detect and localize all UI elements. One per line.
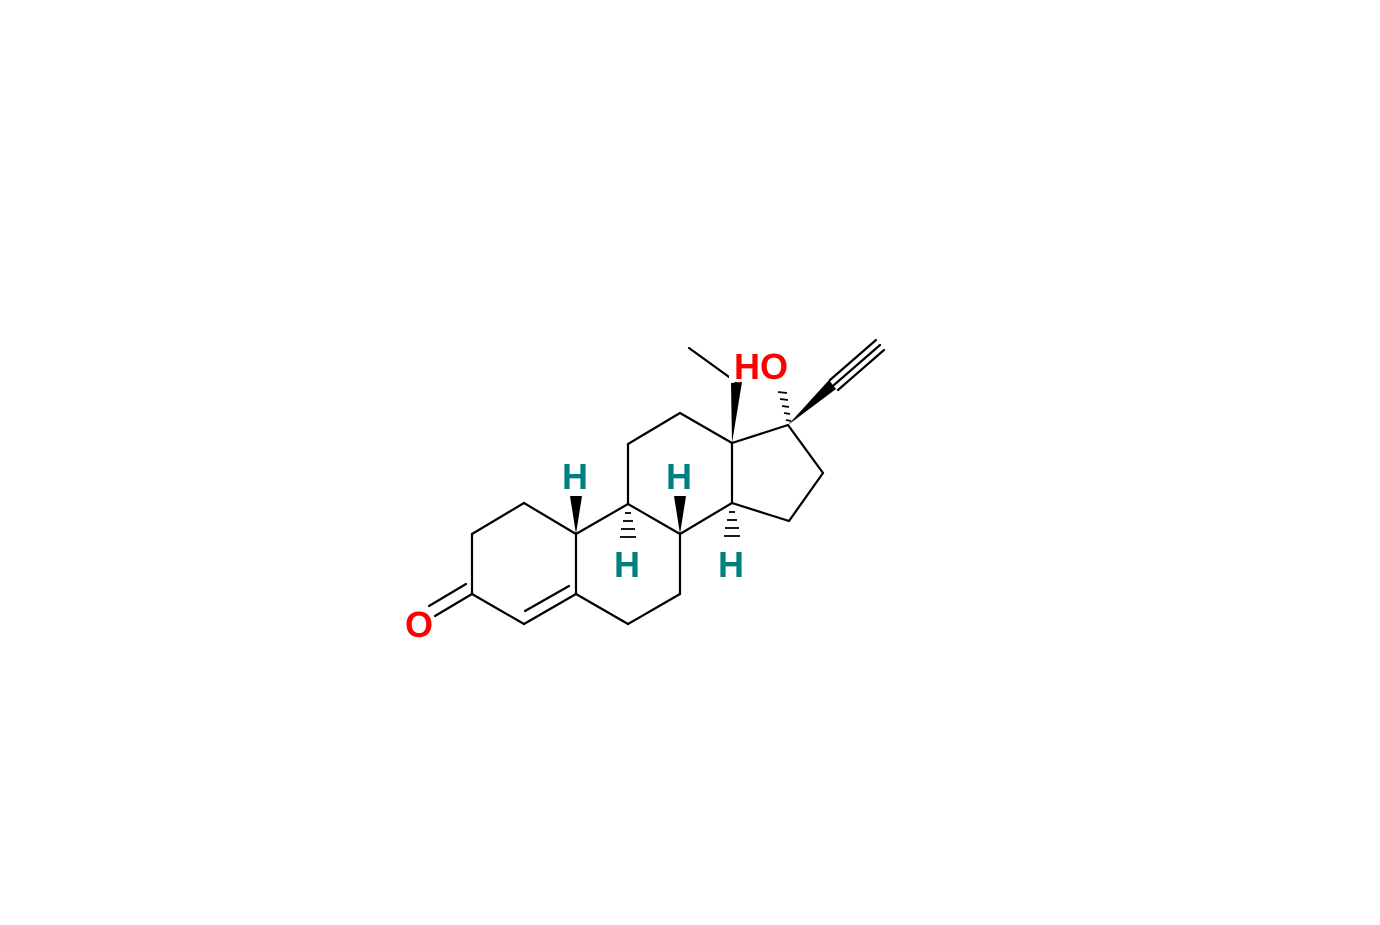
- bond-c11-c12: [626, 411, 682, 446]
- ketone-oxygen-label: O: [405, 604, 433, 645]
- bond-ethyl-ch3: [687, 346, 738, 384]
- hydroxyl-label: HO: [734, 346, 788, 387]
- hash-c17-oh: [777, 391, 792, 422]
- bond-c14-c8: [678, 501, 734, 536]
- wedge-c17-ethynyl: [788, 380, 836, 425]
- wedge-c10-h: [570, 496, 582, 534]
- bond-c3-o-a: [433, 592, 474, 618]
- bond-alkyne-2: [832, 343, 882, 387]
- bond-c4-c5-inner: [523, 584, 571, 613]
- bond-c3-o-b: [427, 582, 468, 608]
- h-c9-label: H: [614, 544, 640, 585]
- bond-c10-c1: [522, 501, 578, 536]
- h-c8-label: H: [666, 456, 692, 497]
- bond-c6-c5: [574, 592, 630, 626]
- bond-c12-c13: [678, 411, 734, 445]
- bond-c10-c9: [574, 502, 630, 536]
- bond-c16-c15: [787, 471, 825, 523]
- hash-c9-h: [620, 512, 636, 538]
- bond-c4-c5: [522, 592, 578, 626]
- bond-c7-c6: [626, 592, 682, 626]
- wedge-c13-ethyl: [731, 382, 742, 443]
- bond-c17-c16: [786, 423, 825, 475]
- bond-c15-c14: [730, 501, 791, 523]
- bond-alkyne-3: [836, 348, 886, 392]
- hash-c14-h: [724, 511, 740, 537]
- bond-c13-c17: [730, 423, 790, 445]
- h-c10-label: H: [562, 456, 588, 497]
- bond-c3-c4: [470, 592, 526, 626]
- bond-c9-c8: [626, 502, 682, 536]
- bond-c1-c2: [470, 501, 526, 536]
- bond-alkyne-1: [828, 338, 878, 382]
- wedge-c8-h: [674, 496, 686, 534]
- h-c14-label: H: [718, 544, 744, 585]
